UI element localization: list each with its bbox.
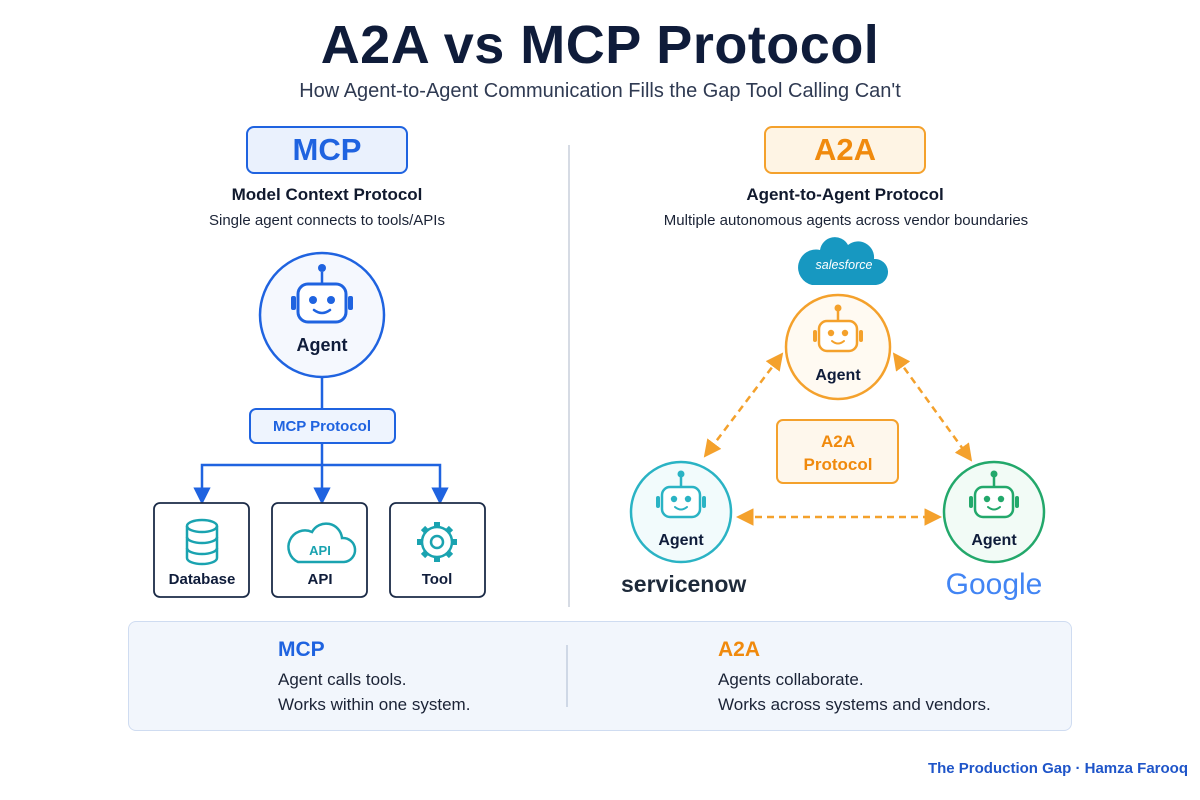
a2a-agent-right: Agent — [942, 460, 1046, 564]
summary-panel — [128, 621, 1072, 731]
gear-icon — [417, 522, 457, 562]
a2a-connections — [703, 352, 973, 526]
servicenow-logo: servicenow — [621, 571, 746, 597]
mcp-badge: MCP — [246, 126, 408, 174]
a2a-protocol-name: Agent-to-Agent Protocol — [746, 185, 944, 204]
api-cloud-icon: API — [287, 522, 357, 564]
summary-a2a-line1: Agents collaborate. — [718, 670, 864, 689]
mcp-description: Single agent connects to tools/APIs — [209, 212, 445, 229]
a2a-protocol-label-line1: A2A — [821, 432, 855, 451]
summary-divider — [566, 645, 568, 707]
robot-icon — [969, 470, 1019, 519]
api-icon-text: API — [309, 543, 331, 558]
api-box: API API — [271, 502, 368, 598]
summary-mcp-title: MCP — [278, 638, 325, 661]
salesforce-logo-text: salesforce — [816, 258, 873, 272]
a2a-agent-left: Agent — [629, 460, 733, 564]
a2a-badge: A2A — [764, 126, 926, 174]
footer-credit: The Production Gap · Hamza Farooq — [927, 760, 1188, 777]
api-label: API — [307, 571, 332, 588]
summary-mcp-line1: Agent calls tools. — [278, 670, 407, 689]
page-subtitle: How Agent-to-Agent Communication Fills t… — [299, 80, 901, 102]
summary-mcp-line2: Works within one system. — [278, 695, 471, 714]
database-box: Database — [153, 502, 250, 598]
tool-box: Tool — [389, 502, 486, 598]
center-divider — [568, 145, 570, 607]
a2a-agent-top-label: Agent — [815, 367, 861, 384]
database-icon — [185, 518, 219, 566]
mcp-agent-node: Agent — [258, 251, 386, 379]
salesforce-logo: salesforce — [798, 237, 889, 285]
google-logo: Google — [946, 568, 1043, 601]
mcp-agent-label: Agent — [297, 335, 348, 355]
robot-icon — [656, 470, 706, 519]
a2a-agent-left-label: Agent — [658, 532, 704, 549]
database-label: Database — [169, 571, 236, 588]
mcp-protocol-box: MCP Protocol — [249, 408, 396, 444]
tool-label: Tool — [422, 571, 453, 588]
robot-icon — [291, 264, 353, 324]
summary-a2a-title: A2A — [718, 638, 761, 661]
mcp-branch-connectors — [193, 443, 449, 505]
a2a-protocol-label-line2: Protocol — [804, 455, 873, 474]
page-title: A2A vs MCP Protocol — [320, 15, 880, 75]
a2a-agent-right-label: Agent — [971, 532, 1017, 549]
mcp-protocol-label: MCP Protocol — [273, 418, 371, 435]
summary-a2a-line2: Works across systems and vendors. — [718, 695, 991, 714]
a2a-description: Multiple autonomous agents across vendor… — [663, 212, 1029, 229]
robot-icon — [813, 304, 863, 353]
a2a-protocol-box: A2A Protocol — [776, 419, 899, 484]
a2a-agent-top: Agent — [784, 293, 892, 401]
mcp-protocol-name: Model Context Protocol — [231, 185, 423, 204]
